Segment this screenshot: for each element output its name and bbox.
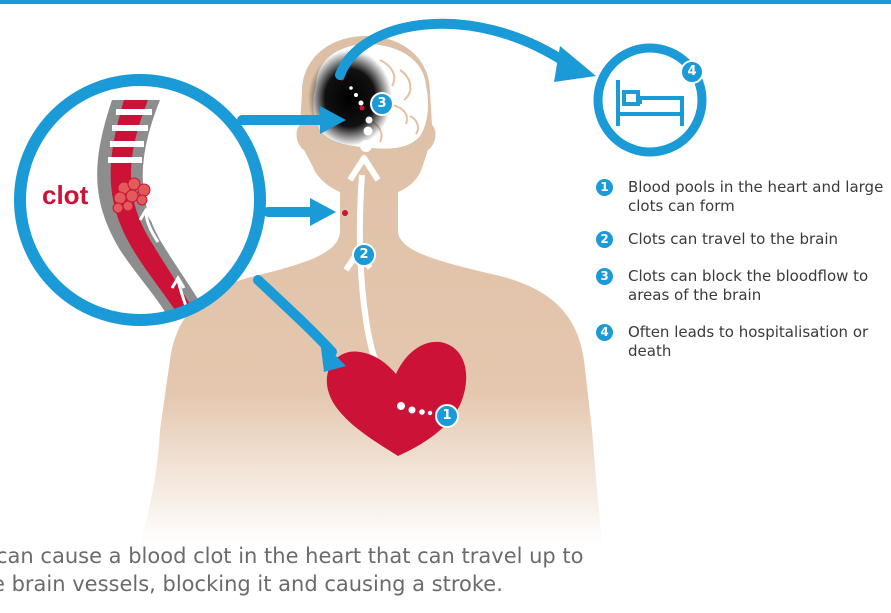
legend-number: 4 xyxy=(596,324,613,341)
legend-item: 2 Clots can travel to the brain xyxy=(588,230,891,249)
step-badge-1: 1 xyxy=(435,404,459,428)
clot-label: clot xyxy=(42,180,88,211)
legend-item: 4 Often leads to hospitalisation or deat… xyxy=(588,323,891,361)
caption-line-2: e brain vessels, blocking it and causing… xyxy=(0,570,891,598)
step-badge-3: 3 xyxy=(370,92,394,116)
legend-item: 3 Clots can block the bloodflow to areas… xyxy=(588,267,891,305)
caption-line-1: can cause a blood clot in the heart that… xyxy=(0,542,891,570)
legend-text: Often leads to hospitalisation or death xyxy=(628,323,868,360)
legend-number: 1 xyxy=(596,179,613,196)
legend-number: 3 xyxy=(596,268,613,285)
step-badge-2: 2 xyxy=(352,243,376,267)
legend-number: 2 xyxy=(596,231,613,248)
legend-text: Blood pools in the heart and large clots… xyxy=(628,178,883,215)
legend: 1 Blood pools in the heart and large clo… xyxy=(588,178,891,361)
legend-text: Clots can block the bloodflow to areas o… xyxy=(628,267,868,304)
caption: can cause a blood clot in the heart that… xyxy=(0,542,891,598)
step-badge-4: 4 xyxy=(680,60,704,84)
legend-text: Clots can travel to the brain xyxy=(628,230,838,248)
legend-item: 1 Blood pools in the heart and large clo… xyxy=(588,178,891,216)
